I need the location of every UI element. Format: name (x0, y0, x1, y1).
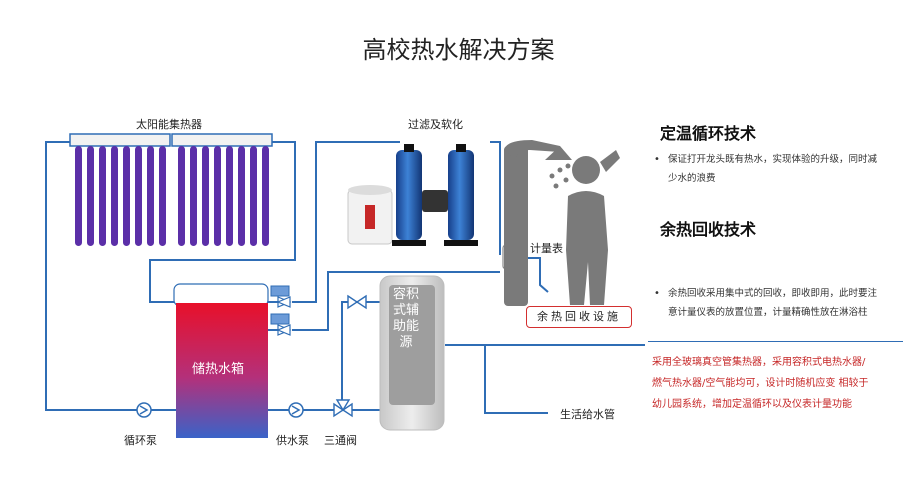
person-figure (566, 150, 620, 305)
auxiliary-heater (379, 275, 445, 431)
storage-tank (173, 283, 269, 438)
pipe-valve-to-filter (292, 141, 400, 303)
bullet-heat-recovery: 余热回收采用集中式的回收，即收即用，此时要注意计量仪表的放置位置，计量精确性放在… (654, 284, 886, 322)
pipe-lower-valve-out (292, 271, 500, 331)
storage-tank-label: 储热水箱 (192, 362, 245, 377)
pipes (45, 141, 645, 414)
vacuum-tubes (75, 146, 269, 246)
pipe-solar-return (45, 141, 137, 411)
bullet-constant-temp: 保证打开龙头既有热水，实现体验的升级，同时减少水的浪费 (654, 150, 886, 188)
water-heater-unit (347, 185, 393, 245)
filter-cylinders (392, 144, 478, 246)
supply-pump (288, 402, 304, 418)
pipe-solar-supply (149, 141, 296, 303)
meter-label: 计量表 (530, 242, 563, 255)
tank-valves (270, 285, 292, 336)
filter-label: 过滤及软化 (408, 118, 463, 131)
section-heading-heat-recovery: 余热回收技术 (660, 220, 757, 239)
three-way-valve-label: 三通阀 (324, 434, 357, 447)
circulation-pump (136, 402, 152, 418)
supply-pump-label: 供水泵 (276, 434, 309, 447)
shower-water (549, 163, 571, 189)
section-heading-constant-temp: 定温循环技术 (660, 124, 757, 143)
divider (648, 341, 903, 342)
auxiliary-heater-label: 容积式辅助能源 (392, 287, 419, 350)
domestic-pipe-label: 生活给水管 (560, 408, 615, 421)
heat-recovery-label: 余热回收设施 (526, 306, 632, 328)
solar-collector (69, 133, 273, 246)
three-way-valve (333, 399, 353, 418)
pipe-meter-out (522, 257, 549, 293)
check-valve (347, 294, 367, 310)
pipe-domestic (484, 345, 548, 414)
pipe-aux-top (341, 301, 380, 402)
design-note: 采用全玻璃真空管集热器，采用容积式电热水器/燃气热水器/空气能均可，设计时随机应… (652, 357, 869, 410)
solar-collector-label: 太阳能集热器 (136, 118, 202, 131)
shower-column (504, 140, 572, 306)
page-title: 高校热水解决方案 (362, 36, 555, 64)
circulation-pump-label: 循环泵 (124, 434, 157, 447)
pipe-filter-to-meter (490, 141, 501, 255)
